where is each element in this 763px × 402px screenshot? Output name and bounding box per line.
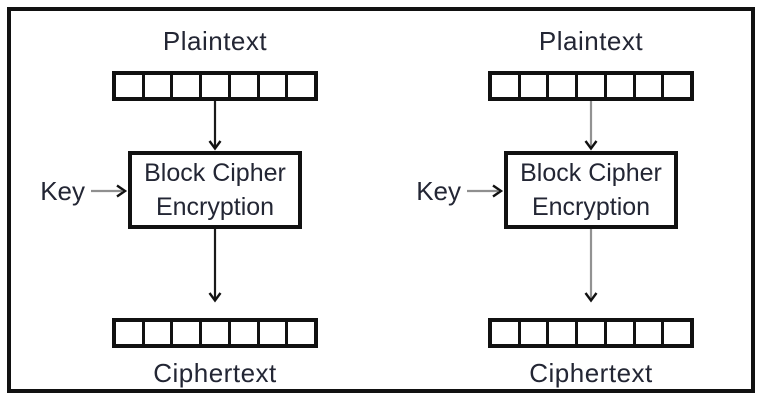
block-cell: [202, 75, 231, 97]
ciphertext-block: [488, 318, 694, 348]
ciphertext-block: [112, 318, 318, 348]
block-cell: [549, 322, 579, 344]
plaintext-block: [112, 71, 318, 101]
key-label: Key: [40, 176, 85, 206]
down-arrow-icon: [583, 229, 599, 303]
key-label: Key: [416, 176, 461, 206]
box-label-line1: Block Cipher: [520, 159, 662, 187]
block-cell: [578, 322, 607, 344]
encryption-panel-right: Plaintext Block Cipher Encryption Cipher…: [416, 0, 736, 402]
block-cell: [492, 322, 521, 344]
block-cell: [231, 75, 260, 97]
block-cell: [288, 75, 314, 97]
block-cell: [173, 322, 203, 344]
block-cell: [145, 322, 174, 344]
block-cell: [521, 75, 550, 97]
block-cell: [549, 75, 579, 97]
block-cell: [116, 322, 145, 344]
block-cell: [664, 322, 690, 344]
block-cell: [116, 75, 145, 97]
ciphertext-label: Ciphertext: [529, 358, 653, 388]
key-input-group: Key: [40, 176, 128, 206]
down-arrow-icon: [583, 101, 599, 151]
block-cipher-box: Block Cipher Encryption: [504, 151, 678, 229]
block-cell: [664, 75, 690, 97]
down-arrow-icon: [207, 229, 223, 303]
block-cell: [607, 75, 636, 97]
block-cell: [636, 75, 665, 97]
block-cell: [260, 75, 289, 97]
box-label-line2: Encryption: [155, 193, 275, 221]
down-arrow-icon: [207, 101, 223, 151]
box-label-line1: Block Cipher: [144, 159, 286, 187]
block-cell: [492, 75, 521, 97]
block-cell: [288, 322, 314, 344]
block-cell: [202, 322, 231, 344]
plaintext-label: Plaintext: [538, 26, 644, 56]
plaintext-block: [488, 71, 694, 101]
block-cell: [260, 322, 289, 344]
block-cell: [231, 322, 260, 344]
block-cell: [145, 75, 174, 97]
block-cell: [578, 75, 607, 97]
key-input-group: Key: [416, 176, 504, 206]
block-cell: [521, 322, 550, 344]
ciphertext-label: Ciphertext: [153, 358, 277, 388]
block-cell: [607, 322, 636, 344]
plaintext-label: Plaintext: [162, 26, 268, 56]
encryption-panel-left: Plaintext Block Cipher Encryption Cipher…: [40, 0, 360, 402]
block-cipher-box: Block Cipher Encryption: [128, 151, 302, 229]
box-label-line2: Encryption: [531, 193, 651, 221]
right-arrow-icon: [466, 183, 504, 199]
block-cell: [636, 322, 665, 344]
block-cell: [173, 75, 203, 97]
right-arrow-icon: [90, 183, 128, 199]
